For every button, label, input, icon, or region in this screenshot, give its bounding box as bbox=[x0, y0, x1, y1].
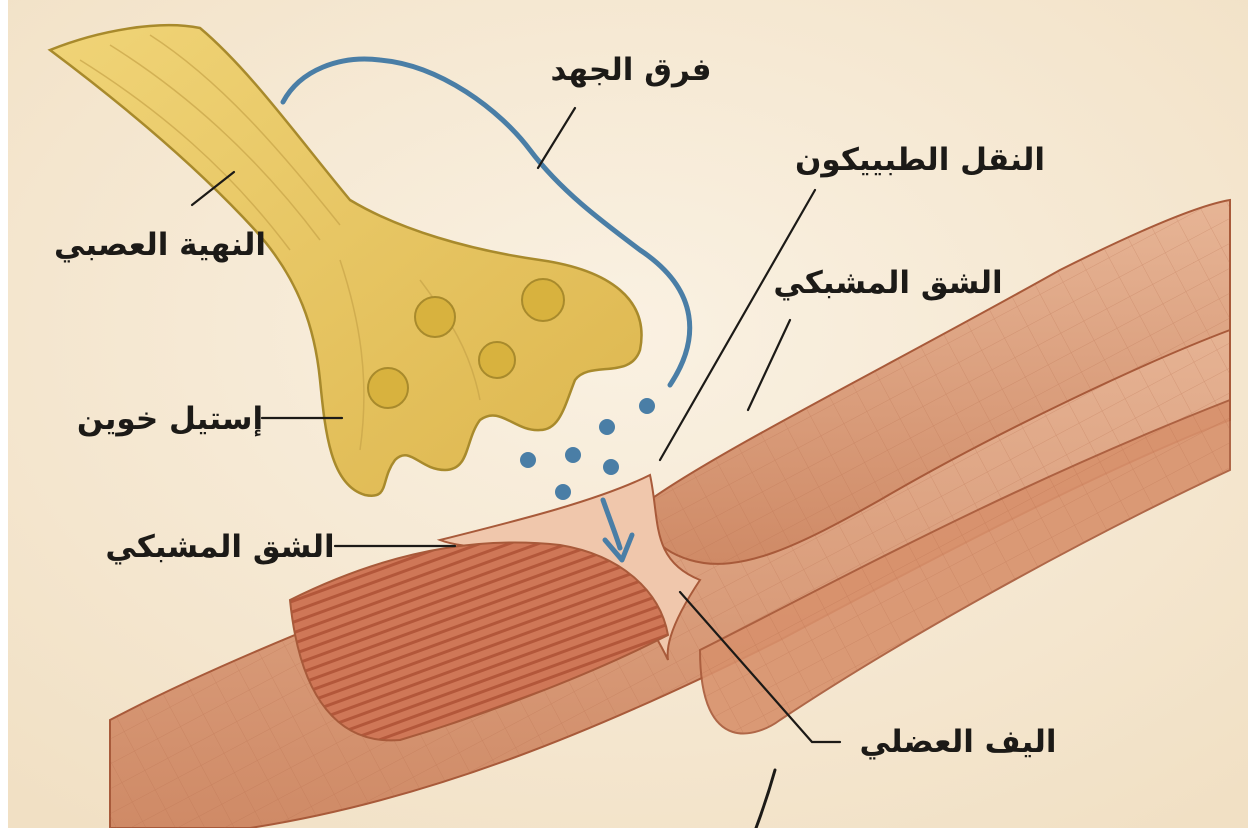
vesicle-3 bbox=[479, 342, 515, 378]
label-synaptic-cleft-lower: الشق المشبكي bbox=[105, 529, 334, 565]
transmitter-dot bbox=[555, 484, 571, 500]
label-nerve-ending: النهية العصبي bbox=[54, 227, 266, 263]
transmitter-dot bbox=[603, 459, 619, 475]
label-acetylcholine: إستيل خوين bbox=[77, 401, 263, 437]
transmitter-dot bbox=[520, 452, 536, 468]
transmitter-dot bbox=[599, 419, 615, 435]
vesicle-4 bbox=[368, 368, 408, 408]
label-synaptic-cleft-upper: الشق المشبكي bbox=[773, 265, 1002, 301]
vesicle-1 bbox=[415, 297, 455, 337]
vesicle-2 bbox=[522, 279, 564, 321]
transmitter-dot bbox=[639, 398, 655, 414]
label-muscle-fiber: اليف العضلي bbox=[860, 724, 1057, 760]
label-transmission: النقل الطبييكون bbox=[795, 142, 1045, 178]
transmitter-dot bbox=[565, 447, 581, 463]
label-potential-difference: فرق الجهد bbox=[550, 52, 711, 88]
